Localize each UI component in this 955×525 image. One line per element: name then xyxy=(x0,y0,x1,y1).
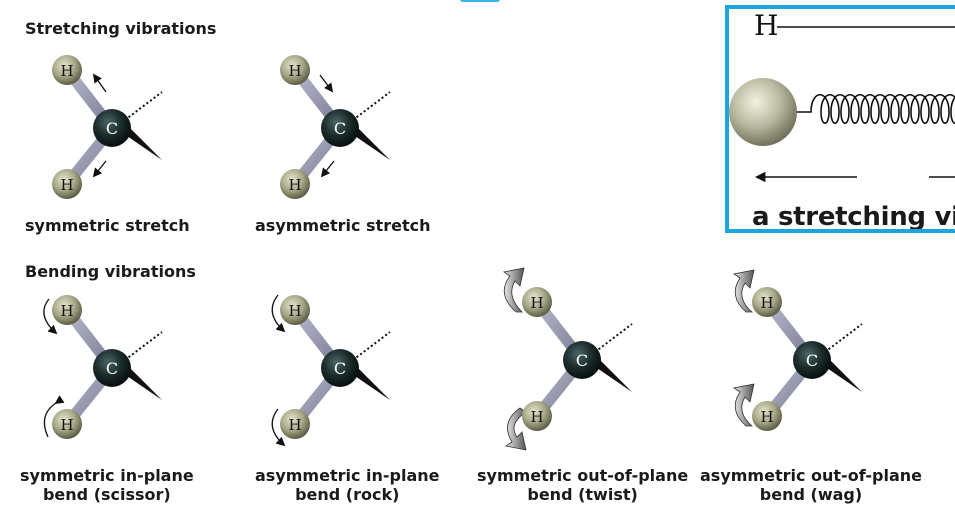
carbon-label: C xyxy=(334,359,346,378)
carbon-atom xyxy=(321,349,359,387)
motion-arrow xyxy=(92,73,107,93)
curved-arrow xyxy=(43,298,58,335)
caption-line: asymmetric out-of-plane xyxy=(700,466,922,485)
hydrogen-label: H xyxy=(60,176,73,194)
caption-line: asymmetric in-plane xyxy=(255,466,440,485)
caption-line: bend (scissor) xyxy=(42,485,171,504)
molecule-rock: C H H xyxy=(271,294,391,447)
hydrogen-label: H xyxy=(530,294,543,312)
hydrogen-atom xyxy=(52,295,82,325)
top-blue-accent xyxy=(460,0,500,2)
carbon-label: C xyxy=(576,351,588,370)
hydrogen-label: H xyxy=(60,62,73,80)
hydrogen-label: H xyxy=(288,62,301,80)
molecule-symmetric-stretch: C H H xyxy=(52,55,163,199)
molecule-twist: C H H xyxy=(502,267,633,451)
molecule-scissor: C H H xyxy=(43,295,163,439)
hydrogen-atom xyxy=(752,287,782,317)
bending-heading: Bending vibrations xyxy=(25,262,196,281)
motion-arrow xyxy=(320,160,335,178)
motion-arrow xyxy=(92,160,107,178)
caption-line: symmetric in-plane xyxy=(20,466,194,485)
carbon-atom xyxy=(93,109,131,147)
carbon-atom xyxy=(563,341,601,379)
hydrogen-atom xyxy=(52,409,82,439)
mass-ball xyxy=(729,78,797,146)
inset-diagram xyxy=(729,26,955,183)
hydrogen-label: H xyxy=(530,408,543,426)
hydrogen-atom xyxy=(522,401,552,431)
molecule-asymmetric-stretch: C H H xyxy=(280,55,391,199)
curved-3d-arrow xyxy=(732,383,755,427)
curved-3d-arrow xyxy=(732,269,755,313)
inset-stretching-vibration: H a stretching vib xyxy=(725,5,955,233)
hydrogen-atom xyxy=(280,409,310,439)
hydrogen-label: H xyxy=(760,408,773,426)
molecule-wag: C H H xyxy=(732,269,863,431)
inset-hydrogen-label: H xyxy=(754,9,779,42)
hydrogen-label: H xyxy=(60,416,73,434)
inset-caption: a stretching vib xyxy=(752,202,955,232)
curved-arrow xyxy=(271,294,286,333)
caption-line: bend (twist) xyxy=(527,485,638,504)
caption-line: bend (rock) xyxy=(295,485,400,504)
caption-line: bend (wag) xyxy=(759,485,863,504)
caption-twist: symmetric out-of-plane bend (twist) xyxy=(477,466,688,504)
hydrogen-atom xyxy=(52,55,82,85)
caption-symmetric-stretch: symmetric stretch xyxy=(25,216,190,235)
carbon-label: C xyxy=(334,119,346,138)
hydrogen-atom xyxy=(522,287,552,317)
caption-scissor: symmetric in-plane bend (scissor) xyxy=(20,466,194,504)
hydrogen-atom xyxy=(280,295,310,325)
carbon-label: C xyxy=(106,359,118,378)
hydrogen-atom xyxy=(52,169,82,199)
hydrogen-label: H xyxy=(760,294,773,312)
stretching-heading: Stretching vibrations xyxy=(25,19,217,38)
motion-arrow xyxy=(319,74,334,93)
carbon-label: C xyxy=(106,119,118,138)
hydrogen-atom xyxy=(280,169,310,199)
caption-asymmetric-stretch: asymmetric stretch xyxy=(255,216,431,235)
carbon-atom xyxy=(93,349,131,387)
caption-wag: asymmetric out-of-plane bend (wag) xyxy=(700,466,922,504)
hydrogen-label: H xyxy=(288,416,301,434)
hydrogen-atom xyxy=(752,401,782,431)
hydrogen-label: H xyxy=(288,176,301,194)
hydrogen-atom xyxy=(280,55,310,85)
spring-coil xyxy=(797,93,955,125)
hydrogen-label: H xyxy=(60,302,73,320)
hydrogen-label: H xyxy=(288,302,301,320)
carbon-label: C xyxy=(806,351,818,370)
curved-arrow xyxy=(271,408,286,447)
caption-line: symmetric out-of-plane xyxy=(477,466,689,485)
curved-3d-arrow xyxy=(502,267,525,313)
caption-rock: asymmetric in-plane bend (rock) xyxy=(255,466,440,504)
carbon-atom xyxy=(793,341,831,379)
carbon-atom xyxy=(321,109,359,147)
curved-arrow xyxy=(43,395,65,438)
curved-3d-arrow xyxy=(504,407,527,451)
